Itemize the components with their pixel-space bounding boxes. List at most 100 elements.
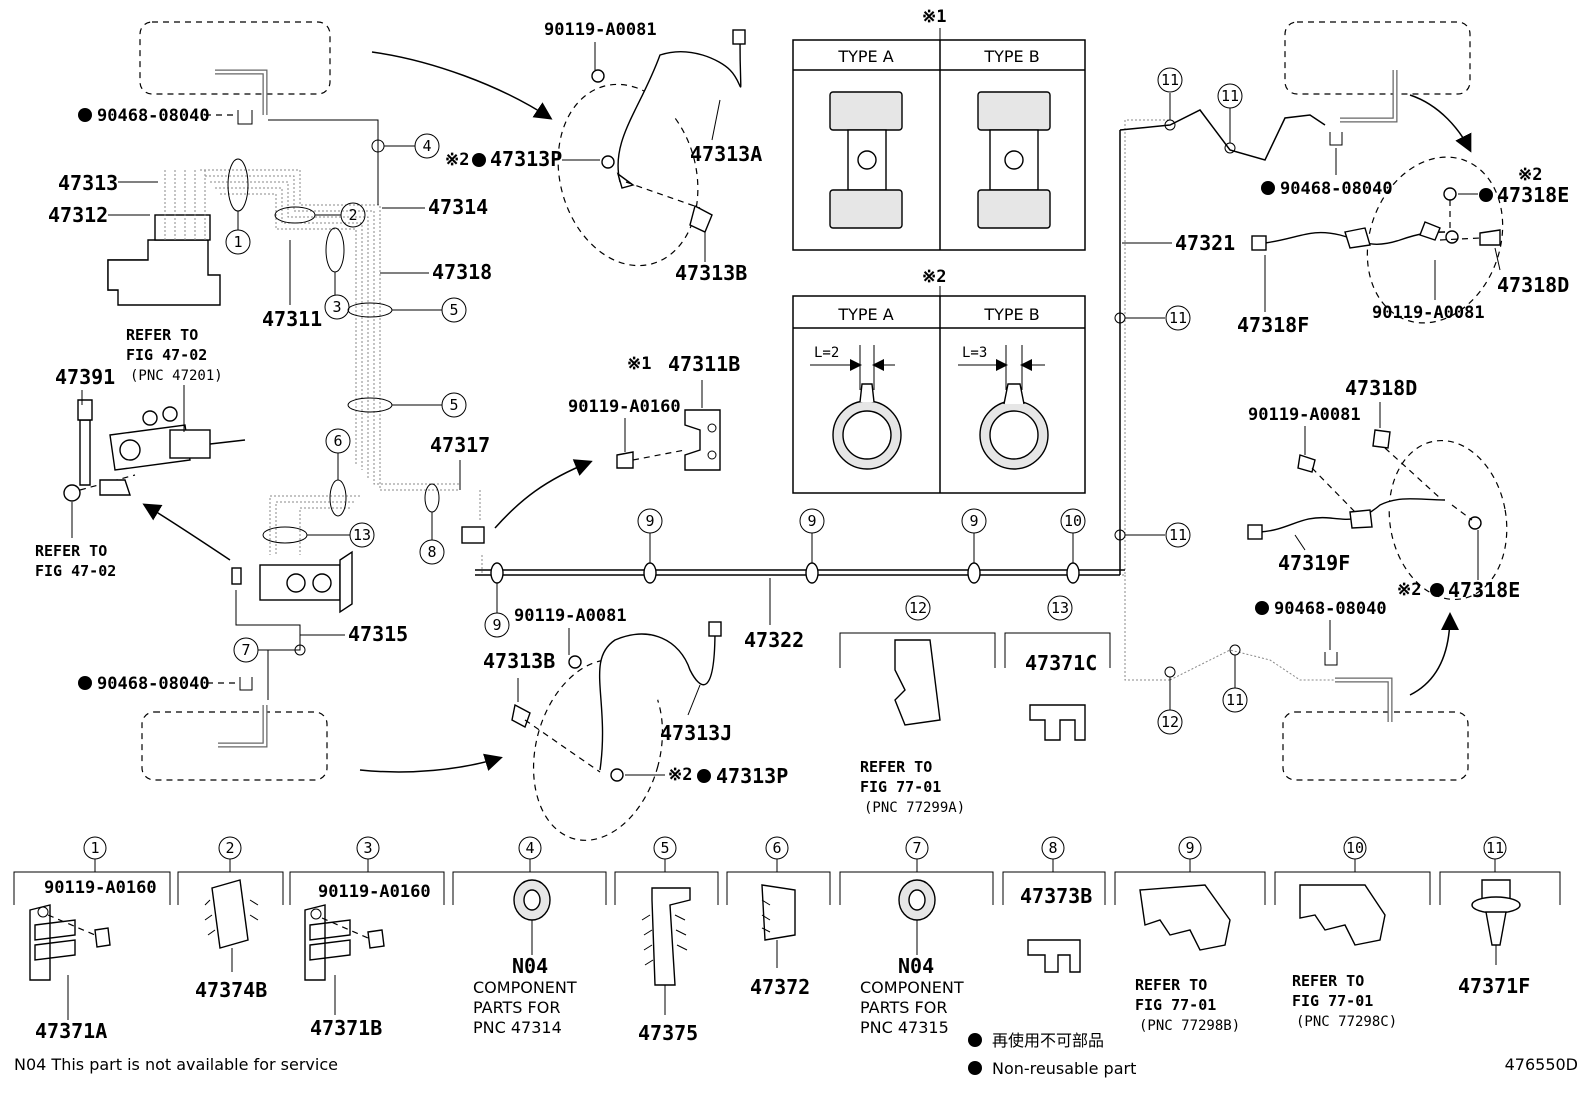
- svg-text:COMPONENT: COMPONENT: [473, 978, 577, 997]
- svg-text:N04: N04: [898, 954, 934, 978]
- rear-line-47321: 11 11 47321 11 11 12 11: [1114, 67, 1335, 735]
- svg-text:7: 7: [241, 641, 250, 659]
- bottom-parts-table: 1 90119-A0160 47371A 2 47374B 3 90119-A0…: [13, 836, 1561, 1045]
- svg-text:FIG 47-02: FIG 47-02: [35, 562, 116, 580]
- svg-text:5: 5: [449, 396, 458, 414]
- clamp-13-detail: 13 47371C: [1004, 595, 1111, 741]
- svg-text:9: 9: [492, 616, 501, 634]
- svg-text:(PNC 77298B): (PNC 77298B): [1139, 1018, 1240, 1034]
- svg-text:12: 12: [1161, 713, 1179, 731]
- svg-text:9: 9: [1185, 839, 1194, 857]
- svg-text:3: 3: [332, 298, 341, 316]
- svg-text:47318D: 47318D: [1497, 273, 1569, 297]
- bottom-left-connection-box: [141, 705, 503, 781]
- svg-text:47375: 47375: [638, 1021, 698, 1045]
- non-reusable-legend: 再使用不可部品 Non-reusable part: [968, 1031, 1136, 1078]
- note1-box: ※1 TYPE A TYPE B: [792, 7, 1086, 251]
- svg-text:13: 13: [1051, 599, 1069, 617]
- item-11: 11 47371F: [1439, 836, 1561, 998]
- svg-text:FIG 47-02: FIG 47-02: [126, 346, 207, 364]
- svg-text:1: 1: [90, 839, 99, 857]
- actuator-assembly: [107, 170, 221, 306]
- svg-text:9: 9: [807, 512, 816, 530]
- svg-text:47313J: 47313J: [660, 721, 732, 745]
- valve-47315: [231, 550, 353, 700]
- svg-text:N04: N04: [512, 954, 548, 978]
- item-5: 5 47375: [614, 836, 719, 1045]
- svg-text:1: 1: [233, 233, 242, 251]
- svg-text:3: 3: [363, 839, 372, 857]
- svg-text:90119-A0081: 90119-A0081: [544, 20, 657, 40]
- svg-text:47318E: 47318E: [1497, 183, 1569, 207]
- svg-text:11: 11: [1161, 71, 1179, 89]
- svg-text:47371F: 47371F: [1458, 974, 1530, 998]
- svg-text:FIG 77-01: FIG 77-01: [1292, 992, 1373, 1010]
- svg-text:12: 12: [909, 599, 927, 617]
- svg-text:47314: 47314: [428, 195, 488, 219]
- svg-text:47313P: 47313P: [490, 147, 562, 171]
- svg-text:11: 11: [1169, 309, 1187, 327]
- svg-text:47313P: 47313P: [716, 764, 788, 788]
- top-left-connection-box: [139, 21, 553, 120]
- svg-text:47311B: 47311B: [668, 352, 740, 376]
- svg-text:47318E: 47318E: [1448, 578, 1520, 602]
- svg-text:6: 6: [772, 839, 781, 857]
- svg-text:9: 9: [969, 512, 978, 530]
- figure-code: 476550D: [1505, 1055, 1578, 1074]
- svg-text:2: 2: [225, 839, 234, 857]
- bottom-right-connection-box: 90468-08040: [1255, 599, 1469, 781]
- svg-text:90119-A0160: 90119-A0160: [44, 878, 157, 898]
- svg-text:90119-A0081: 90119-A0081: [514, 606, 627, 626]
- svg-text:L=2: L=2: [814, 345, 839, 361]
- svg-text:(PNC 47201): (PNC 47201): [130, 368, 223, 384]
- svg-text:※2: ※2: [445, 150, 469, 170]
- svg-text:47312: 47312: [48, 203, 108, 227]
- svg-text:47311: 47311: [262, 307, 322, 331]
- svg-text:47318F: 47318F: [1237, 313, 1309, 337]
- svg-text:47313B: 47313B: [675, 261, 747, 285]
- svg-text:90468-08040: 90468-08040: [1280, 179, 1393, 199]
- svg-text:再使用不可部品: 再使用不可部品: [992, 1031, 1104, 1050]
- item-4: 4 N04 COMPONENT PARTS FOR PNC 47314: [452, 836, 607, 1037]
- svg-text:9: 9: [645, 512, 654, 530]
- front-flex-hose-bottom: 90119-A0081 47313B 47313J ※2 47313P: [483, 606, 788, 841]
- svg-text:REFER TO: REFER TO: [860, 758, 932, 776]
- left-labels: 47313 47312 47311 47314 47318 47317 4731…: [35, 171, 492, 646]
- svg-text:PARTS FOR: PARTS FOR: [473, 998, 560, 1017]
- svg-text:2: 2: [348, 206, 357, 224]
- svg-text:90119-A0081: 90119-A0081: [1372, 303, 1485, 323]
- svg-text:47373B: 47373B: [1020, 884, 1092, 908]
- svg-text:※2: ※2: [922, 267, 946, 287]
- svg-text:47372: 47372: [750, 975, 810, 999]
- item-6: 6 47372: [726, 836, 831, 999]
- svg-text:TYPE A: TYPE A: [837, 47, 893, 66]
- item-10: 10 REFER TO FIG 77-01 (PNC 77298C): [1274, 836, 1431, 1030]
- clamp-12-detail: 12 REFER TO FIG 77-01 (PNC 77299A): [839, 595, 996, 816]
- svg-text:4: 4: [422, 137, 431, 155]
- note2-box: ※2 TYPE A TYPE B L=2 L=3: [792, 267, 1086, 494]
- tube-bundle: [200, 119, 481, 555]
- svg-text:4: 4: [525, 839, 534, 857]
- svg-text:※1: ※1: [627, 354, 651, 374]
- item-1: 1 90119-A0160 47371A: [13, 836, 171, 1043]
- svg-text:8: 8: [427, 543, 436, 561]
- svg-text:5: 5: [449, 301, 458, 319]
- svg-text:47313B: 47313B: [483, 649, 555, 673]
- svg-text:FIG 77-01: FIG 77-01: [1135, 996, 1216, 1014]
- svg-text:90468-08040: 90468-08040: [97, 106, 210, 126]
- svg-text:90119-A0160: 90119-A0160: [568, 397, 681, 417]
- item-3: 3 90119-A0160 47371B: [289, 836, 445, 1040]
- svg-text:Non-reusable part: Non-reusable part: [992, 1059, 1136, 1078]
- svg-text:5: 5: [660, 839, 669, 857]
- svg-text:11: 11: [1221, 87, 1239, 105]
- item-9: 9 REFER TO FIG 77-01 (PNC 77298B): [1114, 836, 1266, 1034]
- svg-text:(PNC 77299A): (PNC 77299A): [864, 800, 965, 816]
- svg-text:COMPONENT: COMPONENT: [860, 978, 964, 997]
- item-2: 2 47374B: [177, 836, 284, 1002]
- svg-text:90468-08040: 90468-08040: [97, 674, 210, 694]
- svg-text:47313A: 47313A: [690, 142, 762, 166]
- svg-text:PNC 47315: PNC 47315: [860, 1018, 949, 1037]
- bracket-47311B: ※1 47311B 90119-A0160: [494, 352, 740, 529]
- svg-text:47318D: 47318D: [1345, 376, 1417, 400]
